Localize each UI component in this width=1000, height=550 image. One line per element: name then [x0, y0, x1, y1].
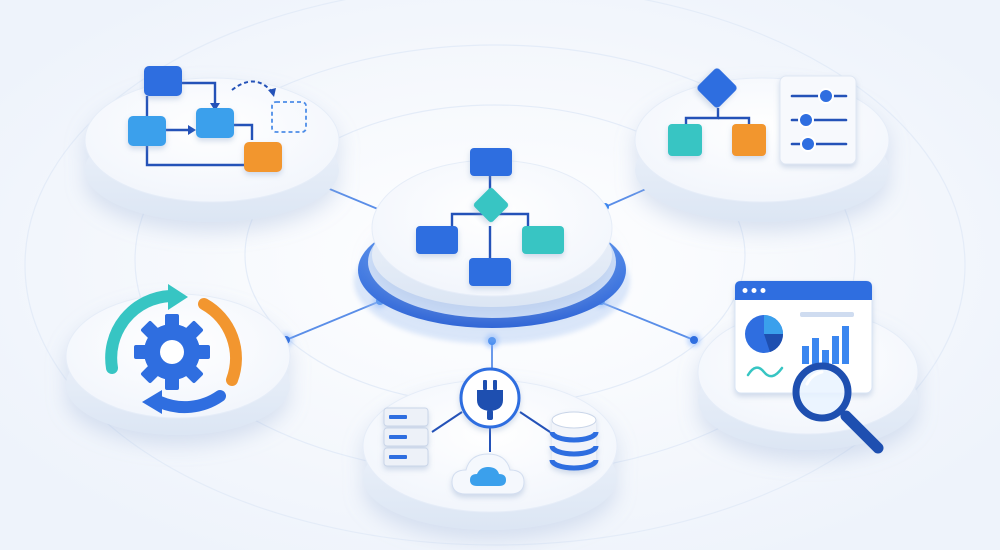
flowchart-icon	[416, 148, 564, 286]
database-icon	[549, 411, 599, 471]
server-icon	[383, 407, 429, 467]
process-flow-icon	[128, 66, 307, 172]
gear-sync-icon	[105, 284, 242, 414]
magnifier-icon	[792, 362, 884, 454]
connector-top-left	[319, 184, 386, 213]
bar-chart-icon	[802, 326, 849, 364]
integration-plug-icon	[383, 367, 599, 495]
cloud-icon	[451, 453, 525, 495]
platform-center	[354, 159, 630, 344]
analytics-dashboard-icon	[734, 280, 884, 454]
plug-icon	[477, 380, 503, 420]
pie-chart-icon	[745, 315, 783, 353]
gear-icon	[134, 314, 210, 390]
connector-left	[285, 301, 379, 341]
platform-top-left	[84, 77, 340, 222]
decision-tree-settings-icon	[668, 68, 857, 165]
